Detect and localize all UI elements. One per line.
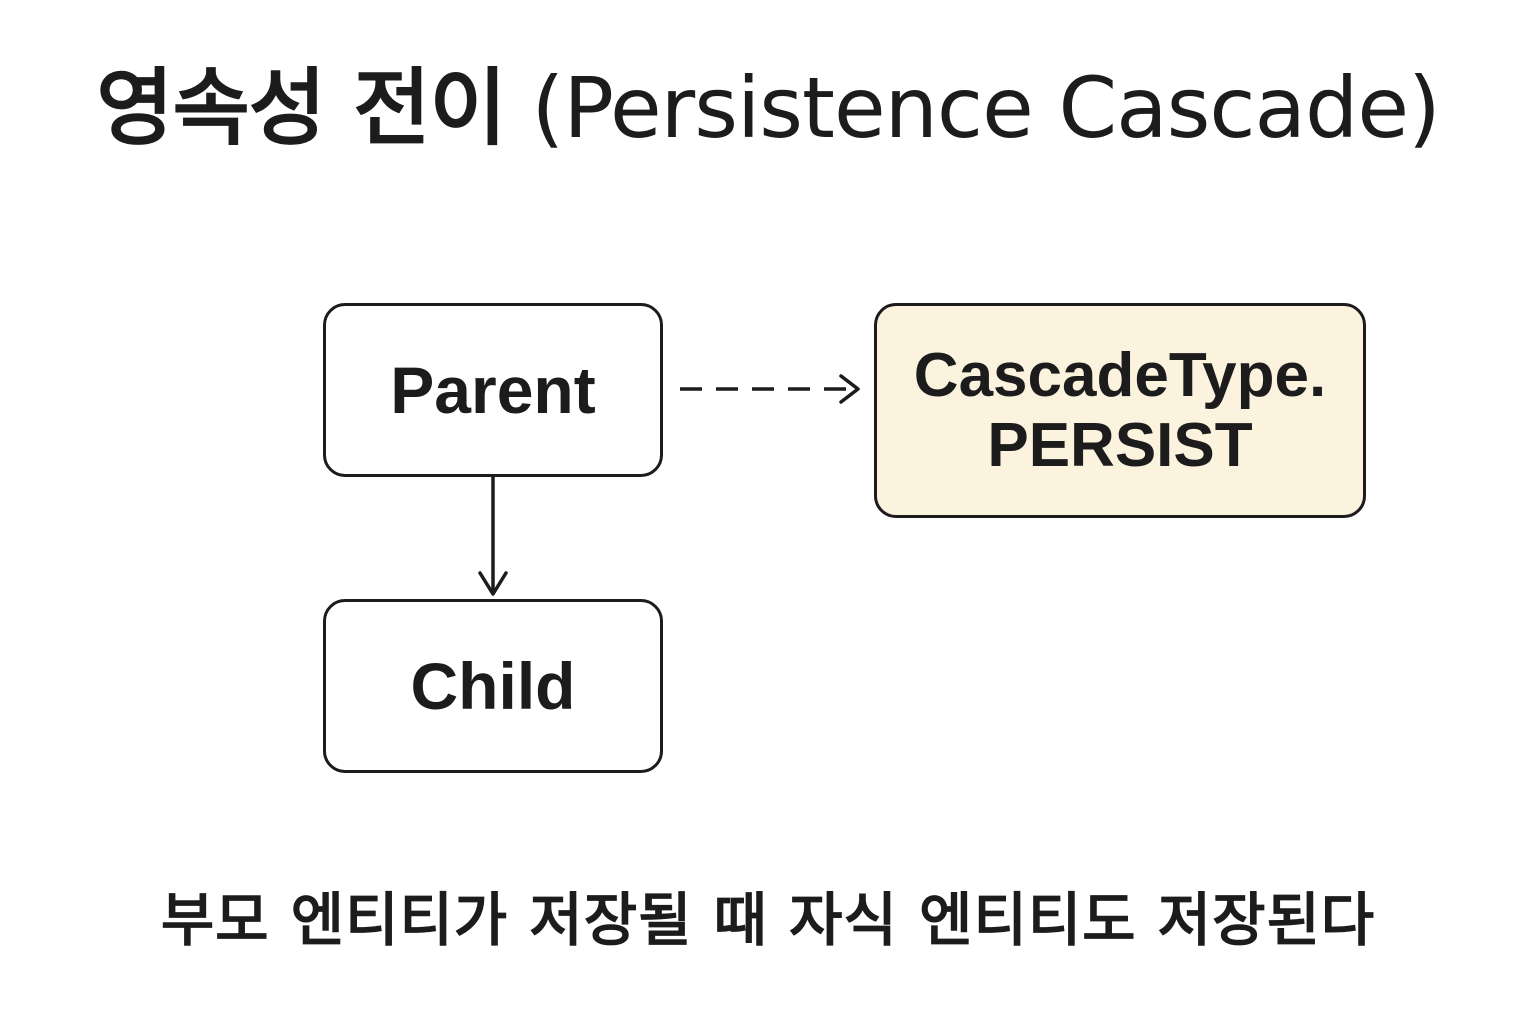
cascade-label-line1: CascadeType. <box>913 341 1327 411</box>
diagram-title: 영속성 전이 (Persistence Cascade) <box>0 62 1536 154</box>
parent-cascade-arrowhead <box>839 374 860 404</box>
child-label: Child <box>410 649 576 723</box>
cascade-label-line2: PERSIST <box>987 410 1253 480</box>
title-english: (Persistence Cascade) <box>531 59 1441 157</box>
diagram-caption: 부모 엔티티가 저장될 때 자식 엔티티도 저장된다 <box>160 886 1376 954</box>
title-korean: 영속성 전이 <box>96 59 507 157</box>
child-node: Child <box>323 599 663 773</box>
parent-node: Parent <box>323 303 663 477</box>
cascade-type-node: CascadeType. PERSIST <box>874 303 1366 518</box>
parent-label: Parent <box>390 353 596 427</box>
parent-child-arrowhead <box>478 571 508 596</box>
